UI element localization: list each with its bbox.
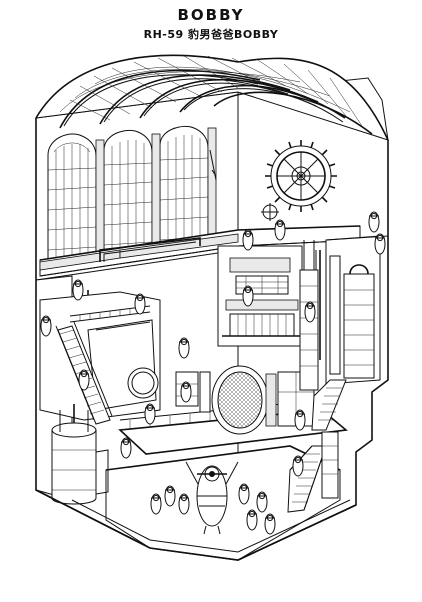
gear-icon xyxy=(261,140,337,221)
arched-windows xyxy=(47,125,217,271)
floor-edge xyxy=(35,489,357,561)
pipe-column xyxy=(299,269,339,499)
central-minion xyxy=(185,461,239,535)
header: BOBBY RH-59 豹男爸爸BOBBY xyxy=(0,6,422,42)
page-subtitle: RH-59 豹男爸爸BOBBY xyxy=(143,28,279,41)
left-room xyxy=(39,291,161,425)
page-title: BOBBY xyxy=(177,6,245,24)
central-machinery xyxy=(59,237,321,360)
minion-figure-icon xyxy=(40,211,386,535)
upper-gallery xyxy=(39,225,389,385)
boiler-tank xyxy=(51,404,109,505)
vaulted-roof xyxy=(35,54,389,141)
